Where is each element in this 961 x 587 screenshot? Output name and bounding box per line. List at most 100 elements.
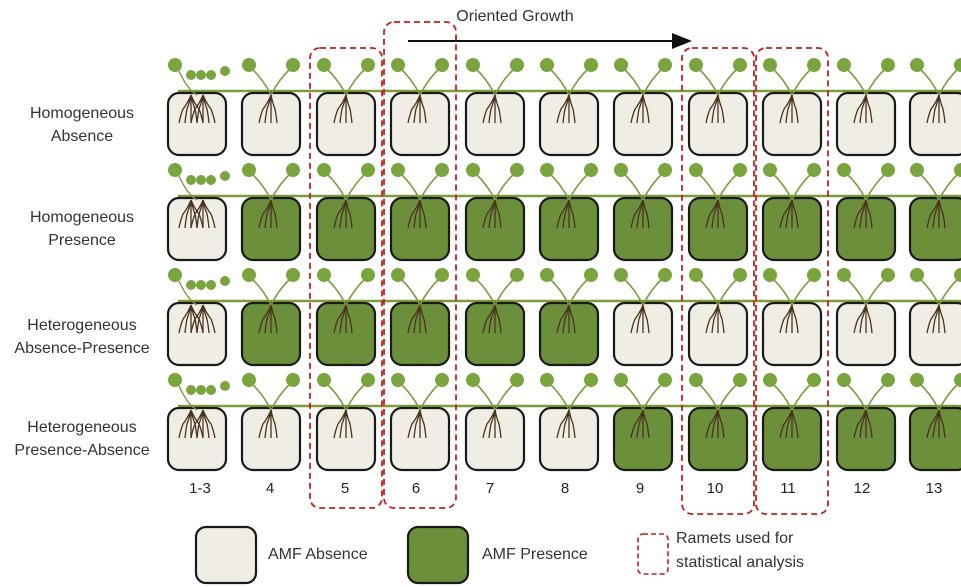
pot-amf-absence bbox=[315, 91, 377, 157]
roots-icon bbox=[482, 94, 502, 124]
roots-icon bbox=[407, 304, 427, 334]
pot-amf-presence bbox=[464, 301, 526, 367]
roots-icon bbox=[926, 304, 946, 334]
stem-icon bbox=[178, 385, 198, 411]
leaf-icon bbox=[466, 58, 480, 72]
roots-icon bbox=[779, 304, 799, 334]
row-label-line: Heterogeneous bbox=[27, 419, 137, 436]
leaf-icon bbox=[168, 373, 182, 387]
leaf-icon bbox=[910, 163, 924, 177]
leaf-icon bbox=[361, 163, 375, 177]
leaf-icon bbox=[186, 385, 196, 395]
leaf-icon bbox=[910, 58, 924, 72]
column-label: 12 bbox=[853, 480, 871, 497]
leaf-icon bbox=[435, 163, 449, 177]
roots-icon bbox=[630, 94, 650, 124]
legend-presence-label: AMF Presence bbox=[482, 546, 588, 563]
roots-icon bbox=[258, 94, 278, 124]
leaf-icon bbox=[689, 58, 703, 72]
treatment-row bbox=[166, 268, 961, 367]
roots-icon bbox=[779, 94, 799, 124]
pot-amf-absence bbox=[835, 91, 897, 157]
column-label: 5 bbox=[340, 480, 350, 497]
treatment-row bbox=[166, 163, 961, 262]
roots-icon bbox=[705, 409, 725, 439]
leaf-icon bbox=[510, 163, 524, 177]
leaf-icon bbox=[317, 58, 331, 72]
pot-amf-presence bbox=[835, 406, 897, 472]
leaf-icon bbox=[837, 373, 851, 387]
leaf-icon bbox=[242, 163, 256, 177]
leaf-icon bbox=[837, 268, 851, 282]
pot-amf-absence bbox=[908, 301, 961, 367]
roots-icon bbox=[556, 304, 576, 334]
leaf-icon bbox=[910, 268, 924, 282]
leaf-icon bbox=[837, 58, 851, 72]
roots-icon bbox=[630, 304, 650, 334]
leaf-icon bbox=[220, 66, 230, 76]
row-label-line: Presence-Absence bbox=[14, 442, 150, 459]
roots-icon bbox=[333, 199, 353, 229]
roots-icon bbox=[926, 409, 946, 439]
pot-amf-presence bbox=[240, 196, 302, 262]
leaf-icon bbox=[220, 381, 230, 391]
ramets-highlight-box bbox=[755, 47, 829, 515]
roots-icon bbox=[258, 409, 278, 439]
roots-icon bbox=[407, 409, 427, 439]
pot-amf-presence bbox=[612, 196, 674, 262]
leaf-icon bbox=[196, 70, 206, 80]
roots-icon bbox=[178, 409, 204, 439]
column-label: 9 bbox=[635, 480, 645, 497]
roots-icon bbox=[190, 199, 216, 229]
leaf-icon bbox=[540, 373, 554, 387]
pot-amf-presence bbox=[315, 301, 377, 367]
pot-amf-absence bbox=[315, 406, 377, 472]
roots-icon bbox=[178, 199, 204, 229]
pot-amf-absence bbox=[464, 406, 526, 472]
leaf-icon bbox=[763, 268, 777, 282]
leaf-icon bbox=[733, 58, 747, 72]
pot-amf-presence bbox=[687, 406, 749, 472]
pot-amf-presence bbox=[315, 196, 377, 262]
leaf-icon bbox=[206, 70, 216, 80]
row-label-line: Absence bbox=[50, 128, 114, 145]
roots-icon bbox=[333, 94, 353, 124]
column-label: 11 bbox=[780, 480, 796, 497]
pot-amf-absence bbox=[687, 91, 749, 157]
row-label-homogeneous-presence: Homogeneous Presence bbox=[0, 206, 164, 252]
column-label: 6 bbox=[411, 480, 421, 497]
leaf-icon bbox=[763, 163, 777, 177]
leaf-icon bbox=[317, 268, 331, 282]
leaf-icon bbox=[807, 268, 821, 282]
stem-icon bbox=[178, 70, 198, 96]
leaf-icon bbox=[361, 373, 375, 387]
leaf-icon bbox=[186, 70, 196, 80]
pot-amf-presence bbox=[761, 196, 823, 262]
leaf-icon bbox=[614, 268, 628, 282]
pot-amf-presence bbox=[835, 196, 897, 262]
roots-icon bbox=[190, 304, 216, 334]
pot-amf-absence bbox=[240, 406, 302, 472]
leaf-icon bbox=[614, 58, 628, 72]
row-label-line: Homogeneous bbox=[29, 209, 135, 226]
leaf-icon bbox=[286, 268, 300, 282]
leaf-icon bbox=[168, 58, 182, 72]
treatment-row bbox=[166, 58, 961, 157]
leaf-icon bbox=[584, 58, 598, 72]
pot-amf-presence bbox=[761, 406, 823, 472]
pot-amf-absence bbox=[389, 91, 451, 157]
ramets-highlight-box bbox=[681, 47, 755, 515]
leaf-icon bbox=[510, 373, 524, 387]
leaf-icon bbox=[733, 373, 747, 387]
row-label-line: Absence-Presence bbox=[14, 340, 150, 357]
leaf-icon bbox=[435, 373, 449, 387]
leaf-icon bbox=[954, 58, 961, 72]
roots-icon bbox=[926, 94, 946, 124]
roots-icon bbox=[482, 199, 502, 229]
leaf-icon bbox=[168, 268, 182, 282]
row-label-line: Homogeneous bbox=[29, 105, 135, 122]
roots-icon bbox=[779, 199, 799, 229]
leaf-icon bbox=[954, 268, 961, 282]
pot-amf-absence bbox=[538, 91, 600, 157]
